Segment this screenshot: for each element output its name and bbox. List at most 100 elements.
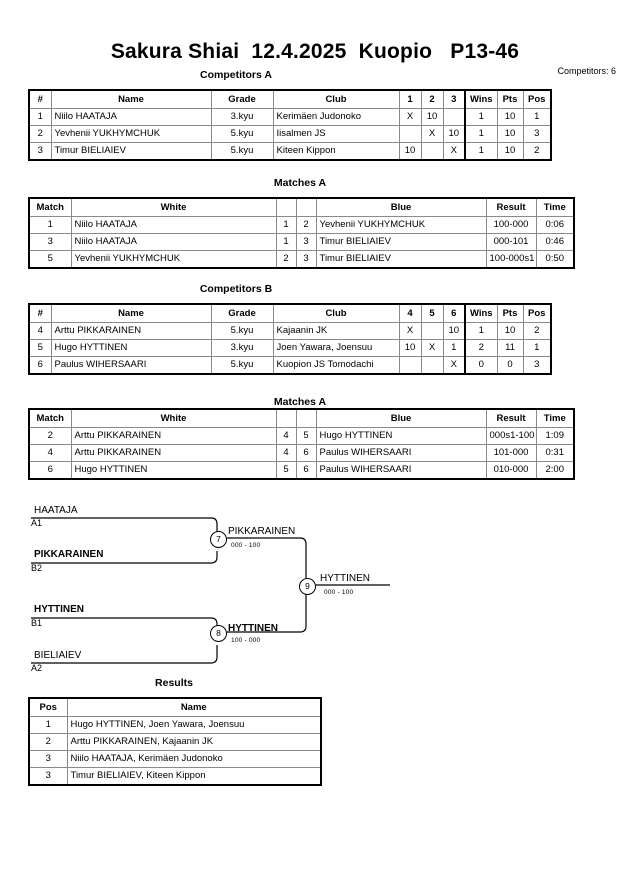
cell-match: 1 [28,216,72,234]
cell-white-number: 2 [275,250,297,269]
cell-white-number: 1 [275,233,297,251]
cell-pos: 2 [522,322,552,340]
cell-vs-5 [420,322,444,340]
cell-white-number: 4 [275,427,297,445]
cell-grade: 5.kyu [210,322,274,340]
cell-pts: 10 [496,142,524,161]
cell-grade: 3.kyu [210,339,274,357]
competitors-a-body: 1 Niilo HAATAJA 3.kyu Kerimäen Judonoko … [28,108,552,161]
page-title: Sakura Shiai 12.4.2025 Kuopio P13-46 [110,40,520,63]
cell-match: 3 [28,233,72,251]
bracket-entry-name-b2: PIKKARAINEN [34,549,104,560]
cell-number: 6 [28,356,52,375]
table-row: 2 Arttu PIKKARAINEN 4 5 Hugo HYTTINEN 00… [28,427,575,445]
cell-vs-2: 10 [420,108,444,126]
col-white-number [275,197,297,217]
col-blue: Blue [315,408,487,428]
cell-result: 000s1-100 [485,427,537,445]
competitors-a-table: # Name Grade Club 1 2 3 Wins Pts Pos 1 N… [28,89,552,161]
bracket-node-8-score: 100 - 000 [231,637,261,644]
cell-match: 4 [28,444,72,462]
competitors-b-body: 4 Arttu PIKKARAINEN 5.kyu Kajaanin JK X … [28,322,552,375]
cell-white: Niilo HAATAJA [70,233,277,251]
col-match-5: 5 [420,303,444,323]
cell-vs-4 [398,356,422,375]
cell-club: Kiteen Kippon [272,142,400,161]
cell-blue: Timur BIELIAIEV [315,250,487,269]
table-row: 1 Niilo HAATAJA 3.kyu Kerimäen Judonoko … [28,108,552,126]
cell-result: 000-101 [485,233,537,251]
col-match-1: 1 [398,89,422,109]
cell-wins: 1 [464,108,498,126]
col-name: Name [66,697,322,717]
col-pts: Pts [496,89,524,109]
table-row: 3 Timur BIELIAIEV, Kiteen Kippon [28,767,322,786]
col-blue-number [295,408,317,428]
cell-vs-4: X [398,322,422,340]
cell-wins: 1 [464,322,498,340]
col-time: Time [535,408,575,428]
cell-white: Niilo HAATAJA [70,216,277,234]
cell-time: 0:31 [535,444,575,462]
cell-name: Yevhenii YUKHYMCHUK [50,125,212,143]
col-match-2: 2 [420,89,444,109]
cell-blue-number: 2 [295,216,317,234]
table-row: 4 Arttu PIKKARAINEN 5.kyu Kajaanin JK X … [28,322,552,340]
cell-vs-5: X [420,339,444,357]
cell-blue-number: 6 [295,461,317,480]
cell-pos: 3 [28,767,68,786]
cell-blue: Timur BIELIAIEV [315,233,487,251]
bracket-entry-seed-a2: A2 [31,663,43,673]
cell-white: Arttu PIKKARAINEN [70,427,277,445]
cell-name: Hugo HYTTINEN [50,339,212,357]
bracket-node-8-winner: HYTTINEN [228,623,278,634]
cell-pos: 1 [522,339,552,357]
cell-vs-1 [398,125,422,143]
cell-vs-6: 1 [442,339,466,357]
cell-grade: 3.kyu [210,108,274,126]
table-header-row: # Name Grade Club 1 2 3 Wins Pts Pos [28,89,552,109]
cell-blue-number: 6 [295,444,317,462]
matches-b-table: Match White Blue Result Time 2 Arttu PIK… [28,408,575,480]
col-result: Result [485,197,537,217]
cell-result: 100-000s1 [485,250,537,269]
cell-white-number: 5 [275,461,297,480]
cell-vs-6: X [442,356,466,375]
cell-pos: 1 [28,716,68,734]
matches-a-body: 1 Niilo HAATAJA 1 2 Yevhenii YUKHYMCHUK … [28,216,575,269]
bracket-node-7-winner: PIKKARAINEN [228,526,296,537]
cell-club: Kerimäen Judonoko [272,108,400,126]
cell-name: Timur BIELIAIEV, Kiteen Kippon [66,767,322,786]
cell-pos: 3 [522,125,552,143]
cell-pos: 2 [522,142,552,161]
cell-vs-6: 10 [442,322,466,340]
col-number: # [28,303,52,323]
cell-time: 0:50 [535,250,575,269]
cell-number: 4 [28,322,52,340]
col-match: Match [28,197,72,217]
cell-club: Iisalmen JS [272,125,400,143]
bracket-line-b1 [31,617,218,632]
col-white: White [70,408,277,428]
cell-wins: 1 [464,125,498,143]
bracket-node-9-score: 000 - 100 [324,589,354,596]
cell-white: Yevhenii YUKHYMCHUK [70,250,277,269]
cell-time: 0:06 [535,216,575,234]
caption-results: Results [155,677,193,689]
col-white-number [275,408,297,428]
bracket-node-9-number: 9 [299,578,316,595]
cell-pos: 3 [522,356,552,375]
cell-pts: 10 [496,125,524,143]
bracket-entry-name-b1: HYTTINEN [34,604,84,615]
col-match: Match [28,408,72,428]
table-row: 5 Yevhenii YUKHYMCHUK 2 3 Timur BIELIAIE… [28,250,575,269]
bracket-line-a1 [31,517,218,538]
table-row: 5 Hugo HYTTINEN 3.kyu Joen Yawara, Joens… [28,339,552,357]
cell-wins: 2 [464,339,498,357]
table-header-row: Pos Name [28,697,322,717]
cell-white: Hugo HYTTINEN [70,461,277,480]
results-table: Pos Name 1 Hugo HYTTINEN, Joen Yawara, J… [28,697,322,786]
cell-blue: Yevhenii YUKHYMCHUK [315,216,487,234]
cell-white-number: 4 [275,444,297,462]
